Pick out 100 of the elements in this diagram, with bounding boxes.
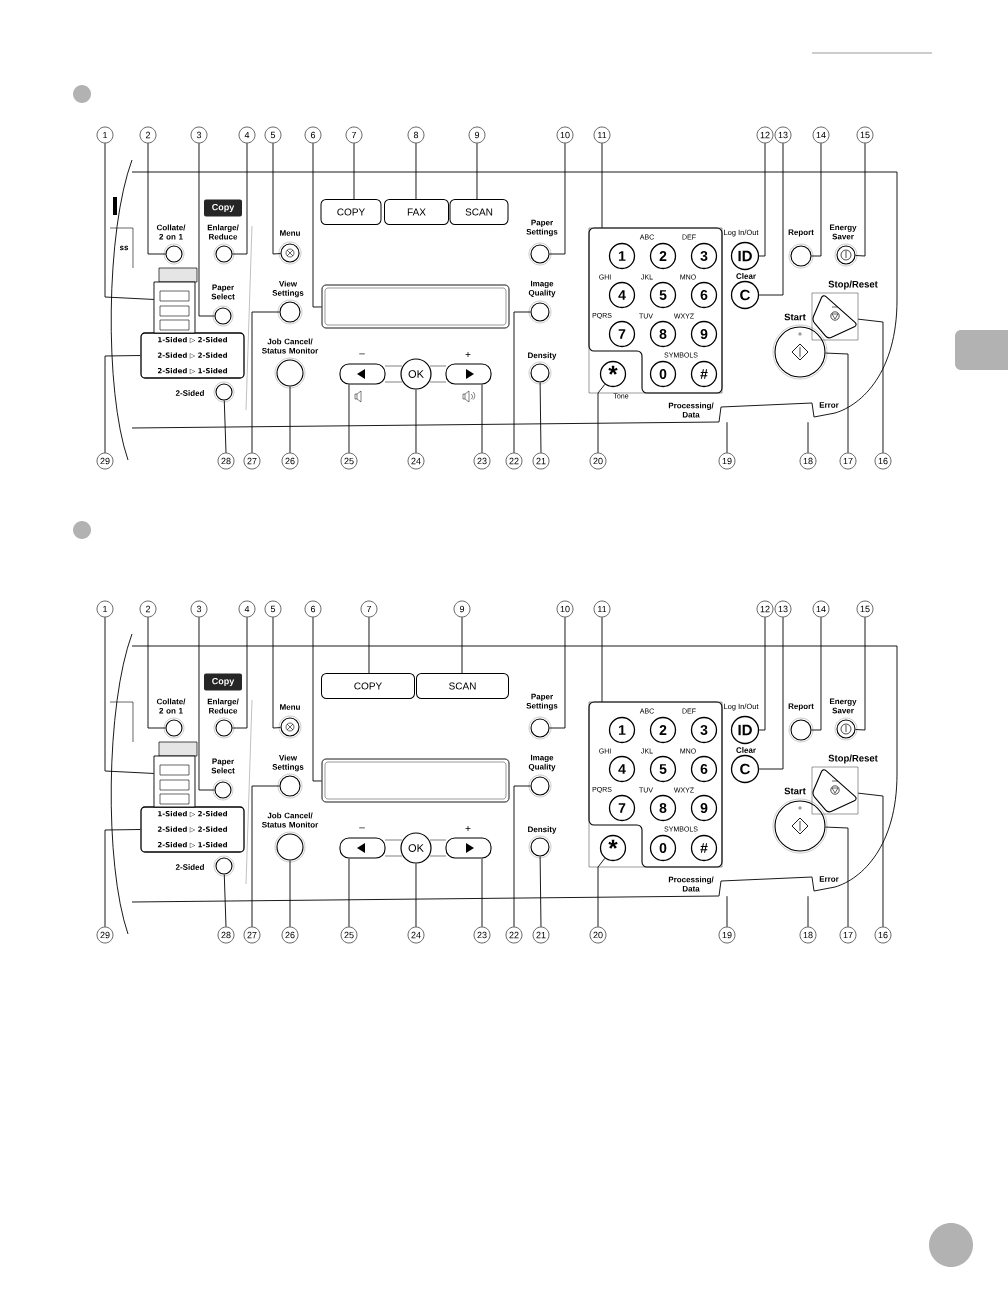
leader-line <box>857 792 884 928</box>
callout-number: 12 <box>756 126 774 144</box>
button-label: Job Cancel/ Status Monitor <box>262 812 319 828</box>
leader-line <box>513 785 531 928</box>
keypad-key: 7 <box>608 794 636 822</box>
leader-line <box>461 616 463 674</box>
mode-key: SCAN <box>449 199 509 225</box>
leader-line <box>807 895 809 928</box>
callout-number: 9 <box>468 126 486 144</box>
keypad-key: 9 <box>690 794 718 822</box>
keypad-key: 2 <box>649 242 677 270</box>
keypad-key: 5 <box>649 281 677 309</box>
callout-number: 13 <box>774 600 792 618</box>
button-label: Job Cancel/ Status Monitor <box>262 338 319 354</box>
round-button <box>213 855 235 877</box>
callout-number: 6 <box>304 126 322 144</box>
ok-key: OK <box>400 832 432 864</box>
button-label: – <box>359 353 365 355</box>
leader-line <box>251 311 280 454</box>
round-button <box>212 779 234 801</box>
round-button <box>163 243 185 265</box>
clear-key: C <box>730 754 760 784</box>
button-label: View Settings <box>272 280 304 298</box>
leader-line <box>348 858 350 928</box>
round-button <box>528 774 552 798</box>
leader-line <box>857 318 884 454</box>
callout-number: 27 <box>243 452 261 470</box>
keypad-key: 7 <box>608 320 636 348</box>
menu-button <box>278 715 302 739</box>
round-button <box>163 717 185 739</box>
leader-line <box>104 829 141 928</box>
leader-line <box>104 142 155 300</box>
callout-number: 3 <box>190 600 208 618</box>
leader-line <box>348 384 350 454</box>
leader-line <box>368 616 370 674</box>
leader-line <box>147 142 166 255</box>
leader-line <box>549 142 566 255</box>
panel-text: ss <box>119 245 129 251</box>
callout-number: 28 <box>217 926 235 944</box>
leader-line <box>415 863 417 928</box>
display-window <box>321 758 510 803</box>
callout-number: 25 <box>340 926 358 944</box>
round-button <box>274 357 306 389</box>
round-button <box>528 835 552 859</box>
arrow-key <box>445 837 492 859</box>
mode-badge: Copy <box>204 199 242 217</box>
start-button <box>772 798 828 854</box>
callout-number: 28 <box>217 452 235 470</box>
button-label: 2-Sided <box>175 390 204 396</box>
callout-number: 29 <box>96 452 114 470</box>
button-label: 2-Sided <box>175 864 204 870</box>
stop-button <box>811 292 859 341</box>
leader-line <box>513 311 531 454</box>
leader-line <box>415 389 417 454</box>
keypad-key: 0 <box>649 360 677 388</box>
menu-button <box>278 241 302 265</box>
callout-number: 23 <box>473 926 491 944</box>
leader-line <box>726 895 728 928</box>
keypad-key: 3 <box>690 242 718 270</box>
button-label: Processing/ Data <box>668 876 714 892</box>
button-label: View Settings <box>272 754 304 772</box>
keypad-key: 0 <box>649 834 677 862</box>
leader-line <box>223 400 227 454</box>
id-key: ID <box>730 241 760 271</box>
id-key: ID <box>730 715 760 745</box>
callout-number: 24 <box>407 926 425 944</box>
button-label: Collate/ 2 on 1 <box>156 698 186 714</box>
callout-number: 4 <box>238 600 256 618</box>
callout-number: 11 <box>593 126 611 144</box>
clear-key: C <box>730 280 760 310</box>
callout-number: 20 <box>589 926 607 944</box>
button-label: Paper Select <box>211 284 235 300</box>
leader-line <box>539 856 542 928</box>
keypad-key: 5 <box>649 755 677 783</box>
arrow-key <box>339 363 386 385</box>
display-window <box>321 284 510 329</box>
callout-number: 22 <box>505 452 523 470</box>
keypad-key: 8 <box>649 794 677 822</box>
keypad-key: 1 <box>608 716 636 744</box>
callout-number: 5 <box>264 126 282 144</box>
callout-number: 10 <box>556 126 574 144</box>
keypad-key: # <box>690 360 718 388</box>
button-label: Processing/ Data <box>668 402 714 418</box>
leader-line <box>549 616 566 729</box>
callout-number: 17 <box>839 926 857 944</box>
button-label: Report <box>788 703 814 711</box>
button-label: Image Quality <box>528 754 556 772</box>
keypad-key: 6 <box>690 281 718 309</box>
leader-line <box>758 142 784 296</box>
button-label: Menu <box>280 230 300 236</box>
leader-line <box>223 874 227 928</box>
button-label: Paper Select <box>211 758 235 774</box>
leader-line <box>312 616 322 782</box>
stop-button <box>811 766 859 815</box>
leader-line <box>481 384 483 454</box>
callout-number: 16 <box>874 926 892 944</box>
leader-line <box>476 142 478 200</box>
leader-line <box>232 142 248 255</box>
mode-key: COPY <box>320 199 382 225</box>
button-label: Enlarge/ Reduce <box>207 698 239 714</box>
